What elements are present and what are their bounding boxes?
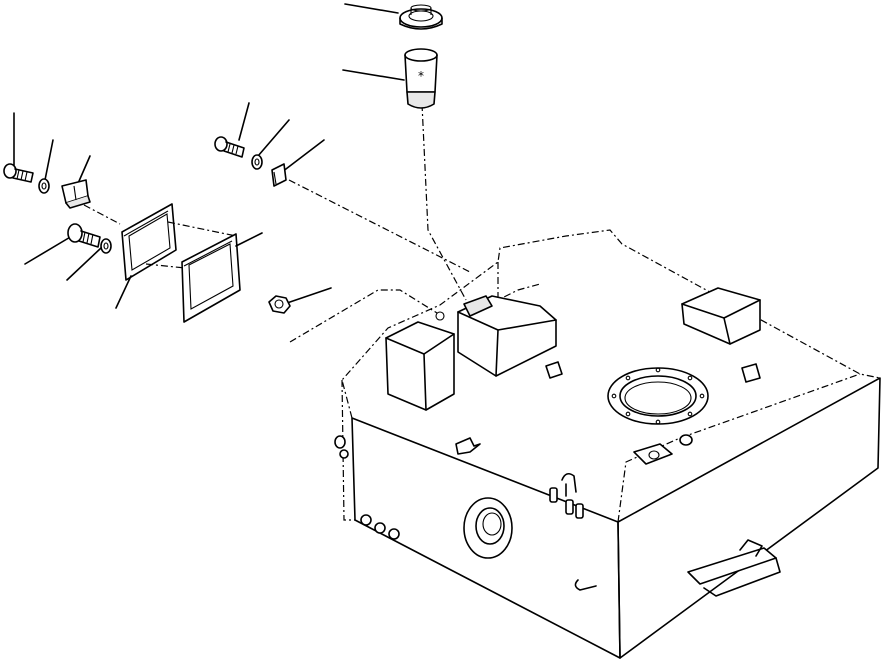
cover-bolt-lower [67, 223, 101, 248]
leader-cover-washer-upper [44, 139, 54, 181]
gauge-washer [251, 154, 263, 170]
tank-filler-boss [457, 295, 557, 377]
leader-fuel-strainer [342, 69, 405, 81]
fuel-tank [334, 229, 881, 659]
tank-left-edge [341, 379, 355, 521]
leader-gauge-bolt [238, 102, 250, 141]
leader-cover-plate [115, 275, 132, 309]
tank-drain-port [463, 497, 513, 559]
assembly-line-upper-clip [83, 204, 121, 225]
cover-clip-upper [61, 179, 91, 209]
leader-fuel-cap [344, 3, 399, 14]
assembly-line-plate-top [167, 221, 237, 237]
fuel-strainer: * [404, 48, 438, 109]
tank-filler-opening [463, 295, 493, 317]
tank-rear-ridge [497, 262, 541, 301]
tank-left-fittings-lower [360, 514, 400, 540]
tank-boss-center [545, 361, 563, 379]
tank-boss-right [741, 363, 761, 383]
tank-inspection-ring [607, 367, 709, 425]
tank-side-face [617, 377, 881, 659]
tank-hook [561, 472, 577, 493]
leader-gauge-washer [257, 119, 290, 157]
fuel-cap [399, 4, 443, 30]
gauge-clip [271, 163, 287, 187]
tank-clip-1 [549, 487, 558, 503]
cover-bolt-upper [3, 163, 34, 183]
tank-side-pad [633, 443, 673, 465]
strainer-mark-icon: * [418, 69, 424, 83]
cover-nut [268, 295, 291, 314]
tank-left-fitting-upper [334, 435, 346, 449]
cover-gasket [181, 233, 241, 323]
assembly-line-cover [289, 289, 438, 343]
tank-rear-pad [681, 287, 761, 345]
tank-top-face [341, 229, 881, 419]
leader-cover-washer-lower [66, 247, 102, 281]
gauge-bolt [214, 136, 245, 158]
tank-clip-2 [565, 499, 574, 515]
assembly-line-strainer [421, 103, 467, 301]
leader-cover-bolt-lower [24, 235, 73, 265]
tank-clip-3 [575, 503, 584, 519]
tank-front-hook-lower [574, 579, 597, 591]
cover-washer-upper [38, 178, 50, 194]
tank-boss-edge [679, 434, 693, 446]
leader-lines [13, 3, 405, 309]
cover-plate [121, 203, 177, 281]
cover-washer-lower [100, 238, 112, 254]
tank-gauge-mount [385, 321, 455, 411]
tank-side-bracket [687, 539, 781, 597]
leader-gauge-clip [281, 139, 325, 173]
tank-front-bracket [455, 437, 481, 455]
assembly-line-gauge [288, 179, 471, 273]
leader-cover-gasket [235, 232, 263, 247]
leader-cover-nut [286, 287, 332, 304]
